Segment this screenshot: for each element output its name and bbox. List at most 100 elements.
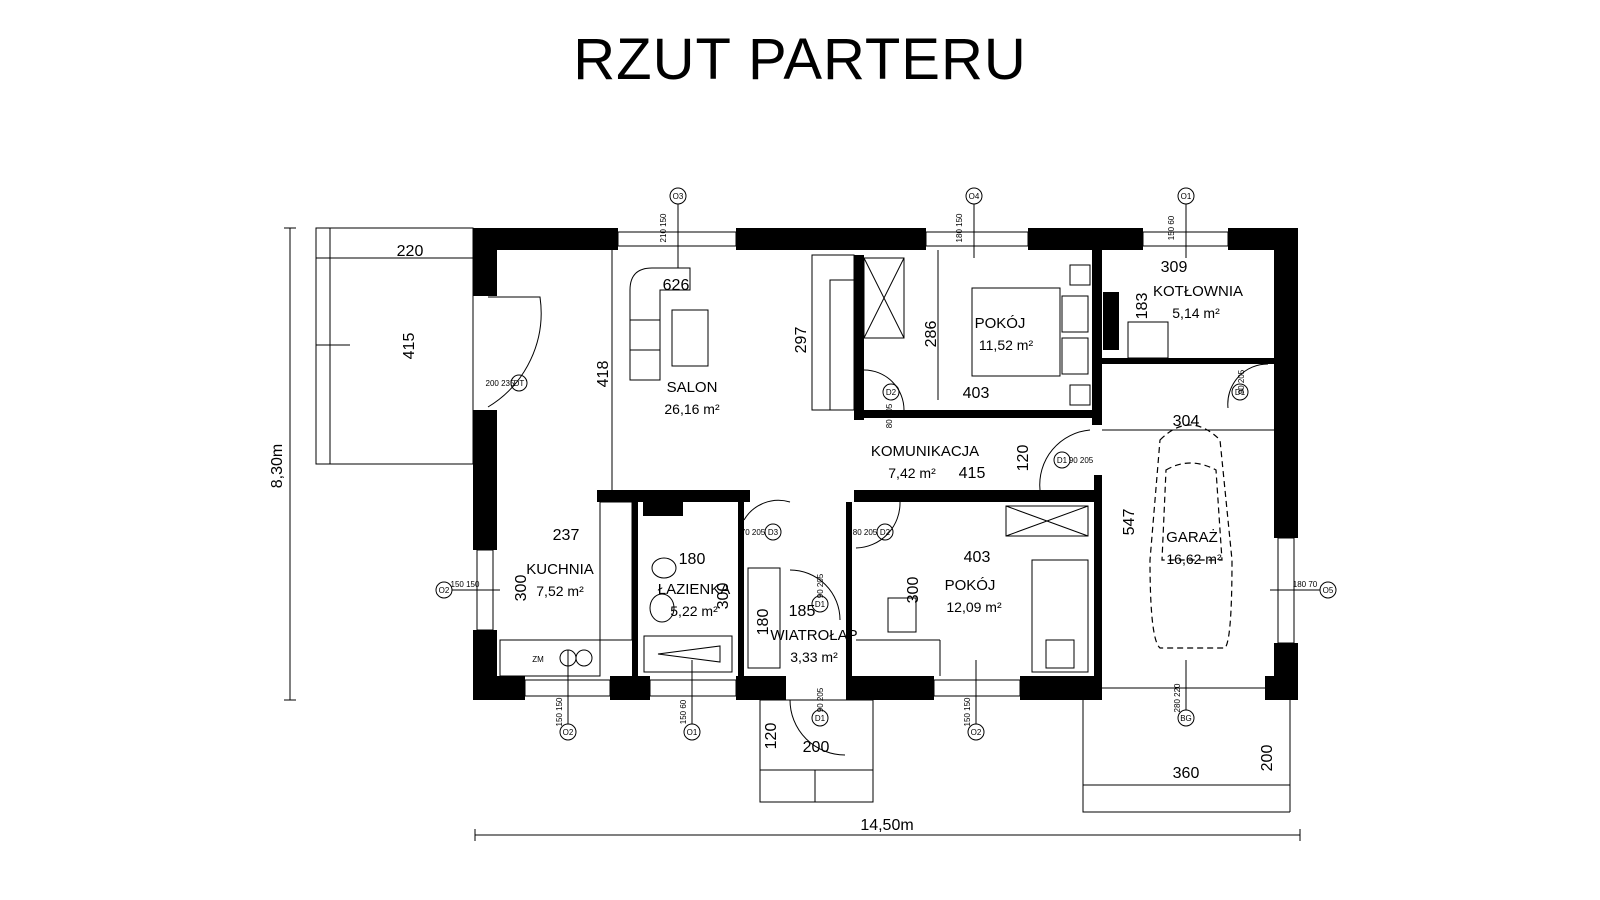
furniture	[499, 254, 1169, 677]
dimension-lines	[284, 227, 1301, 841]
svg-text:180 150: 180 150	[955, 213, 964, 242]
tag-o2-bottom-1: O2 150 150	[555, 650, 577, 741]
svg-text:90 205: 90 205	[816, 687, 825, 712]
outer-walls	[473, 228, 1298, 700]
svg-text:DT: DT	[514, 379, 525, 388]
svg-text:80 205: 80 205	[853, 528, 878, 537]
tag-d1-kom: D1 90 205	[1053, 451, 1094, 469]
svg-text:O2: O2	[439, 586, 450, 595]
svg-text:D1: D1	[1057, 456, 1068, 465]
dim-entry-w: 200	[803, 739, 830, 756]
dim-kotl-h: 183	[1134, 293, 1151, 320]
svg-text:280 220: 280 220	[1173, 683, 1182, 712]
dim-entry-h: 120	[763, 723, 780, 750]
room-area-salon: 26,16 m²	[664, 401, 720, 417]
dim-pokoj1-h: 286	[923, 321, 940, 348]
dim-garaz-w: 304	[1173, 413, 1200, 430]
svg-text:200 235: 200 235	[486, 379, 515, 388]
dim-laz-w: 180	[679, 551, 706, 568]
dim-kuch-h: 300	[513, 575, 530, 602]
doors	[487, 296, 1269, 756]
svg-text:150 60: 150 60	[679, 699, 688, 724]
plan-title: RZUT PARTERU	[573, 27, 1027, 92]
svg-text:150 150: 150 150	[451, 580, 480, 589]
svg-text:O2: O2	[971, 728, 982, 737]
tag-d2-pok: D2 80 205	[853, 523, 894, 541]
terrace	[315, 227, 474, 465]
dim-pokoj2-w: 403	[964, 549, 991, 566]
svg-text:O1: O1	[687, 728, 698, 737]
svg-text:90 205: 90 205	[1069, 456, 1094, 465]
inner-walls	[597, 250, 1274, 676]
room-area-wiatrolap: 3,33 m²	[790, 649, 838, 665]
dim-terrace-w: 220	[397, 243, 424, 260]
dimension-labels: 14,50m 8,30m 220 415 626 418 297 286 403…	[269, 243, 1276, 834]
room-name-wiatrolap: WIATROŁAP	[770, 627, 857, 644]
zm-label: ZM	[532, 655, 544, 664]
svg-text:150 150: 150 150	[555, 697, 564, 726]
svg-text:O2: O2	[563, 728, 574, 737]
dim-salon-w: 626	[663, 277, 690, 294]
dim-kuch-w: 237	[553, 527, 580, 544]
dim-total-width: 14,50m	[860, 817, 913, 834]
svg-text:BG: BG	[1180, 714, 1192, 723]
dim-kom-h2: 120	[1015, 445, 1032, 472]
dim-kom-h: 297	[793, 327, 810, 354]
svg-text:210 150: 210 150	[659, 213, 668, 242]
room-name-kotlownia: KOTŁOWNIA	[1153, 283, 1243, 300]
dim-wiat-w: 185	[789, 603, 816, 620]
dim-kotl-w: 309	[1161, 259, 1188, 276]
room-area-kotlownia: 5,14 m²	[1172, 305, 1220, 321]
room-area-pokoj-2: 12,09 m²	[946, 599, 1002, 615]
room-area-kuchnia: 7,52 m²	[536, 583, 584, 599]
dim-laz-h: 300	[715, 583, 732, 610]
tag-o2-bottom-2: O2 150 150	[963, 660, 985, 741]
svg-text:D3: D3	[768, 528, 779, 537]
dim-drive-w: 360	[1173, 765, 1200, 782]
tag-o3-top: O3 210 150	[659, 187, 687, 268]
room-area-lazienka: 5,22 m²	[670, 603, 718, 619]
svg-text:D2: D2	[880, 528, 891, 537]
driveway	[1082, 676, 1291, 813]
svg-text:180 70: 180 70	[1293, 580, 1318, 589]
svg-text:O1: O1	[1181, 192, 1192, 201]
room-name-lazienka: ŁAZIENKA	[658, 581, 731, 598]
tag-o5-right: O5 180 70	[1270, 580, 1337, 599]
svg-text:O5: O5	[1323, 586, 1334, 595]
tag-bg: BG 280 220	[1173, 660, 1195, 727]
svg-text:150 150: 150 150	[963, 697, 972, 726]
room-name-komunikacja: KOMUNIKACJA	[871, 443, 979, 460]
room-name-kuchnia: KUCHNIA	[526, 561, 594, 578]
room-labels: SALON 26,16 m² KOMUNIKACJA 7,42 m² POKÓJ…	[526, 283, 1243, 665]
dim-pokoj1-w: 403	[963, 385, 990, 402]
dim-wiat-h: 180	[755, 609, 772, 636]
room-name-pokoj-2: POKÓJ	[945, 577, 996, 594]
dim-terrace-h: 415	[401, 333, 418, 360]
dim-kom-w: 415	[959, 465, 986, 482]
svg-text:O4: O4	[969, 192, 980, 201]
room-area-komunikacja: 7,42 m²	[888, 465, 936, 481]
svg-text:70 205: 70 205	[741, 528, 766, 537]
car-outline	[1149, 424, 1233, 649]
dim-pokoj2-h: 300	[905, 577, 922, 604]
tag-o1-top: O1 150 60	[1167, 187, 1195, 258]
svg-text:150 60: 150 60	[1167, 215, 1176, 240]
svg-text:D2: D2	[886, 388, 897, 397]
dim-garaz-h: 547	[1121, 509, 1138, 536]
tag-o2-left: O2 150 150	[435, 580, 500, 599]
room-name-pokoj-1: POKÓJ	[975, 315, 1026, 332]
svg-text:D1: D1	[815, 600, 826, 609]
dim-salon-h: 418	[595, 361, 612, 388]
dim-drive-h: 200	[1259, 745, 1276, 772]
tag-d2-salon: D2 80 205	[882, 383, 900, 428]
room-name-salon: SALON	[667, 379, 718, 396]
tag-d1-entry: D1 90 205	[811, 687, 829, 727]
tag-d1-kotl: D1 90 205	[1231, 369, 1249, 401]
symbol-tags: O3 210 150 O4 180 150 O1 150 60 DT 200 2…	[435, 187, 1337, 741]
tag-dt: DT 200 235	[486, 374, 528, 392]
room-name-garaz: GARAŻ	[1166, 528, 1218, 546]
svg-text:90 205: 90 205	[816, 573, 825, 598]
svg-text:D1: D1	[815, 714, 826, 723]
room-area-garaz: 16,62 m²	[1166, 551, 1222, 567]
